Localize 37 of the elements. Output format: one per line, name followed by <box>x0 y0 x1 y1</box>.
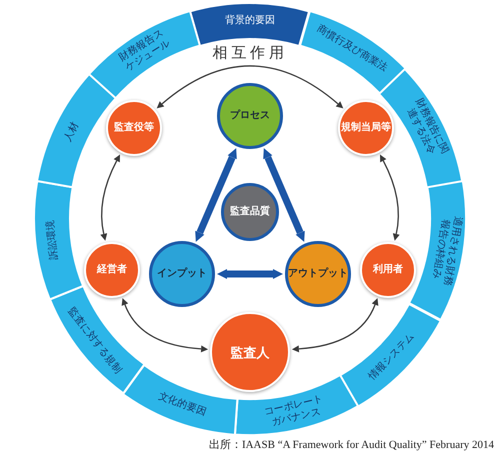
circle-label: プロセス <box>230 111 270 121</box>
factor-label: 文化的要因 <box>156 390 208 420</box>
circle-label: 監査人 <box>230 346 270 358</box>
circle-label: 監査品質 <box>230 207 270 217</box>
ring-segment <box>33 180 84 301</box>
circle-label: 利用者 <box>373 265 403 275</box>
double-arrow <box>122 298 208 352</box>
circle-label: 規制当局等 <box>341 123 391 133</box>
factor-label: 監査に対する規制 <box>64 306 124 376</box>
thick-double-arrow <box>217 269 283 279</box>
factor-label: 人材 <box>62 120 82 144</box>
factor-label: 適用される財務報告の枠組み <box>429 214 464 288</box>
ring-segment <box>122 364 238 436</box>
circle-label: 監査役等 <box>114 123 154 133</box>
factor-label: コーポレートガバナンス <box>262 392 325 430</box>
ring-segment <box>48 285 146 395</box>
factor-label: 訴訟環境 <box>45 219 62 260</box>
ring-segment <box>88 10 202 100</box>
double-arrow <box>100 154 120 241</box>
factor-label: 情報システム <box>367 330 418 382</box>
source-caption: 出所：IAASB “A Framework for Audit Quality” February 2014 <box>208 440 494 451</box>
factor-label: 背景的要因 <box>224 15 275 27</box>
thick-double-arrow <box>195 148 237 242</box>
thick-double-arrow <box>263 148 305 242</box>
factor-label: 財務報告に関連する法令 <box>404 96 452 158</box>
factor-label: 財務報告スケジュール <box>116 26 174 76</box>
heading-segment <box>189 2 311 47</box>
circle-label: 経営者 <box>97 265 127 275</box>
ring-segment <box>234 374 359 436</box>
circle-label: アウトプット <box>288 269 348 279</box>
double-arrow <box>156 65 344 108</box>
factor-label: 商慣行及び商業法 <box>314 24 390 75</box>
circle-label: インプット <box>157 269 207 279</box>
double-arrow <box>380 154 400 241</box>
interaction-label: 相互作用 <box>212 46 288 60</box>
ring-segment <box>339 302 442 408</box>
double-arrow <box>292 298 378 352</box>
